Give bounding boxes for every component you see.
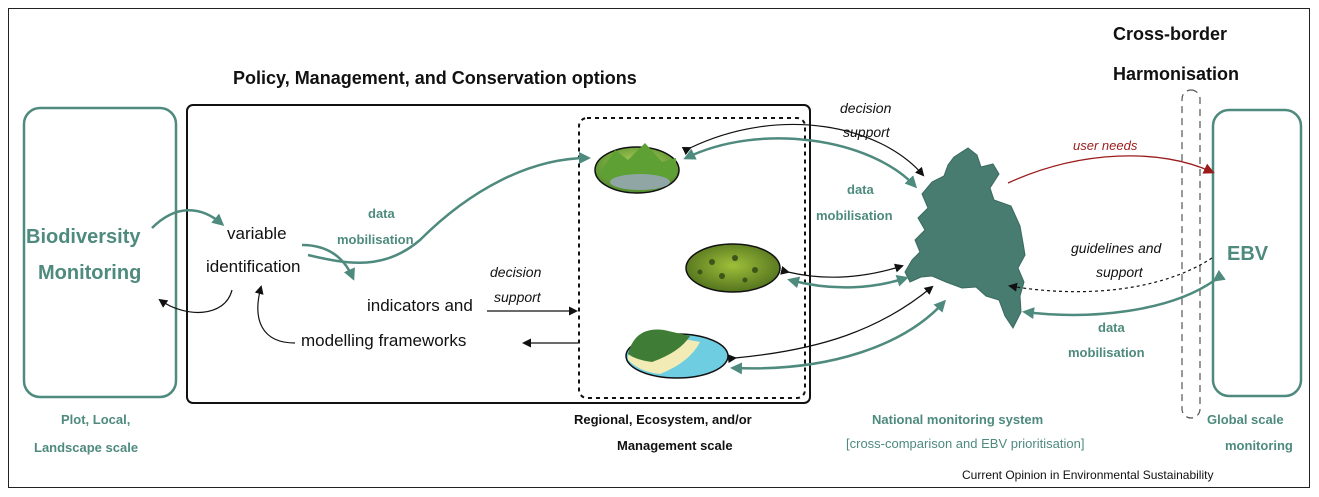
regional-scale-box (578, 117, 806, 399)
policy-data-mob-line1: data (368, 206, 395, 221)
arrow-coast-national-black (727, 285, 934, 364)
arrow-data-mobilisation-global (1022, 269, 1226, 320)
global-scale-line1: Global scale (1207, 412, 1284, 427)
arrow-variable-to-indicators (301, 243, 355, 281)
policy-decision-line1: decision (490, 264, 542, 280)
global-scale-line2: monitoring (1225, 438, 1293, 453)
biodiversity-monitoring-panel (22, 106, 178, 399)
national-decision-line2: support (843, 124, 890, 140)
national-data-mob-line2: mobilisation (816, 208, 893, 223)
ebv-label: EBV (1227, 243, 1269, 265)
variable-label-line1: variable (227, 224, 287, 243)
coastline-icon (625, 329, 729, 379)
cross-border-title-line2: Harmonisation (1113, 64, 1240, 84)
national-decision-line1: decision (840, 100, 892, 116)
national-label-line1: National monitoring system (872, 412, 1044, 427)
national-label-line2: [cross-comparison and EBV prioritisation… (846, 436, 1085, 451)
global-data-mob-line1: data (1098, 320, 1125, 335)
arrow-modelling-to-variable (254, 285, 296, 344)
policy-decision-line2: support (494, 289, 541, 305)
arrow-monitoring-to-variable (151, 209, 225, 229)
colombia-map-icon (904, 147, 1026, 329)
mountain-landscape-icon (594, 143, 680, 194)
biodiversity-label-line1: Biodiversity (26, 226, 141, 248)
global-data-mob-line2: mobilisation (1068, 345, 1145, 360)
forest-canopy-icon (685, 243, 781, 293)
regional-scale-line1: Regional, Ecosystem, and/or (574, 412, 752, 427)
policy-box-title: Policy, Management, and Conservation opt… (233, 68, 637, 88)
cross-border-boundary (1181, 89, 1201, 419)
biodiversity-label-line2: Monitoring (38, 262, 142, 284)
arrow-user-needs (1007, 155, 1215, 184)
arrow-forest-national-teal (787, 275, 909, 289)
user-needs-label: user needs (1073, 138, 1138, 153)
indicators-label: indicators and (367, 296, 473, 315)
arrow-data-mobilisation-policy (307, 152, 591, 264)
journal-credit: Current Opinion in Environmental Sustain… (962, 468, 1214, 482)
arrow-data-mobilisation-national (683, 137, 918, 189)
arrow-variable-to-monitoring (158, 289, 233, 313)
variable-label-line2: identification (206, 257, 301, 276)
policy-options-box (186, 104, 811, 404)
guidelines-line2: support (1096, 264, 1143, 280)
cross-border-title-line1: Cross-border (1113, 24, 1228, 44)
regional-scale-line2: Management scale (617, 438, 733, 453)
guidelines-line1: guidelines and (1071, 240, 1162, 256)
arrow-coast-national-teal (730, 299, 947, 375)
ebv-panel (1211, 108, 1303, 398)
modelling-label: modelling frameworks (301, 331, 467, 350)
policy-data-mob-line2: mobilisation (337, 232, 414, 247)
figure-frame (8, 8, 1310, 488)
plot-scale-line1: Plot, Local, (61, 412, 131, 427)
plot-scale-line2: Landscape scale (34, 440, 139, 455)
national-data-mob-line1: data (847, 182, 874, 197)
arrow-decision-support-national (681, 123, 925, 177)
